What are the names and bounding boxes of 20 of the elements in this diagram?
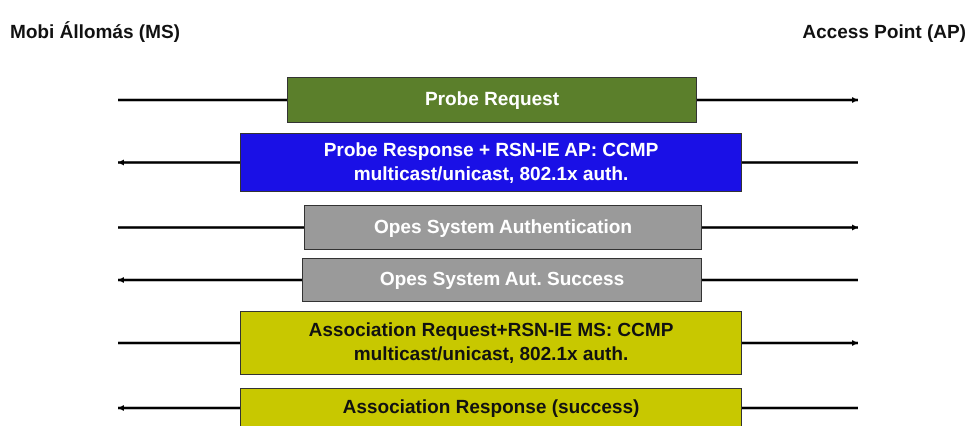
line — [702, 278, 858, 282]
line — [118, 342, 240, 344]
arrow — [742, 340, 858, 346]
arrow — [118, 160, 240, 166]
message-box: Association Response (success) — [240, 388, 742, 426]
arrow — [118, 277, 302, 283]
arrow — [118, 405, 240, 411]
arrow — [697, 97, 858, 103]
message-box: Opes System Aut. Success — [302, 258, 702, 302]
line — [118, 226, 304, 229]
message-box: Probe Request — [287, 77, 697, 123]
line — [742, 161, 858, 164]
message-box: Opes System Authentication — [304, 205, 702, 250]
message-box: Probe Response + RSN-IE AP: CCMP multicast/unicast, 802.1x auth. — [240, 133, 742, 192]
line — [118, 98, 287, 102]
line — [742, 406, 858, 410]
access-point-heading: Access Point (AP) — [802, 22, 966, 44]
arrow — [702, 224, 858, 230]
station-heading: Mobi Állomás (MS) — [10, 22, 180, 44]
message-box: Association Request+RSN-IE MS: CCMP multicast/unicast, 802.1x auth. — [240, 311, 742, 375]
